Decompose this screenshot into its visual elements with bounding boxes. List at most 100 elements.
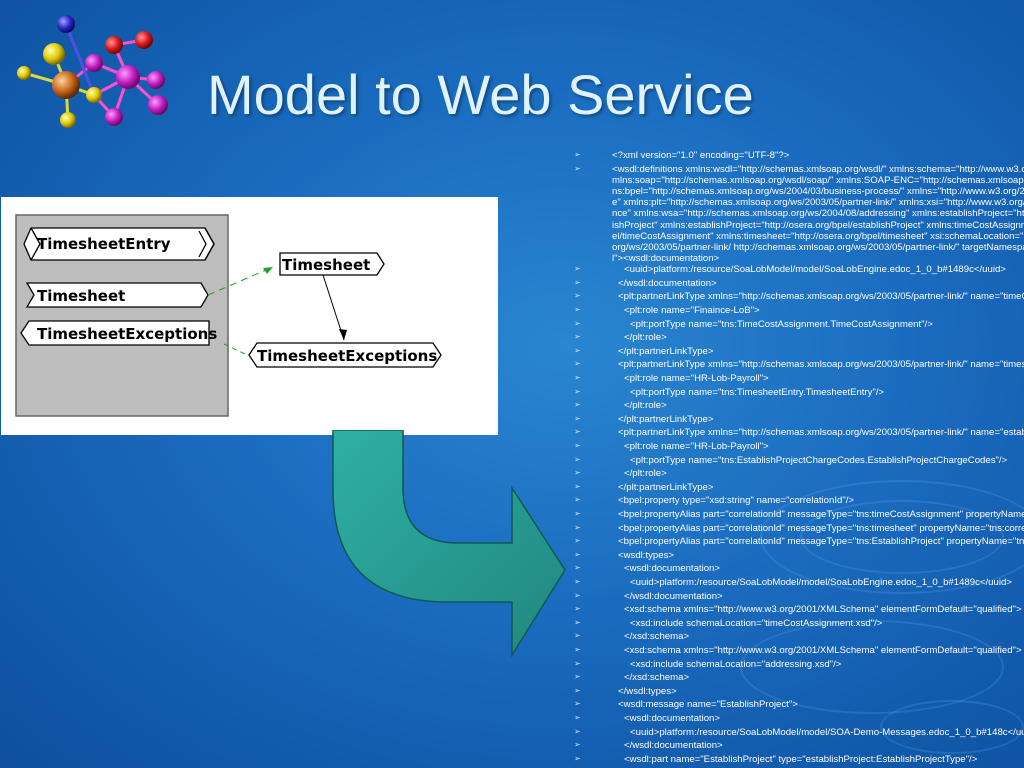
code-line-text: <uuid>platform:/resource/SoaLobModel/mod… <box>630 577 1012 589</box>
class-timesheet-entry[interactable]: TimesheetEntry <box>23 227 215 261</box>
arrow-bullet-icon: ➢ <box>574 150 581 159</box>
code-line-text: <wsdl:documentation> <box>624 563 720 575</box>
code-line-text: </plt:role> <box>624 332 667 344</box>
code-line-text: <plt:partnerLinkType xmlns="http://schem… <box>618 291 1024 303</box>
arrow-bullet-icon: ➢ <box>574 509 581 519</box>
arrow-bullet-icon: ➢ <box>574 672 581 682</box>
code-line-text: </wsdl:documentation> <box>618 277 717 289</box>
arrow-bullet-icon: ➢ <box>574 163 581 173</box>
molecule-logo-icon <box>10 10 180 135</box>
code-line-text: <wsdl:part name="EstablishProject" type=… <box>624 753 978 765</box>
code-line-text: <wsdl:definitions xmlns:wsdl="http://sch… <box>612 163 1024 265</box>
arrow-bullet-icon: ➢ <box>574 536 581 546</box>
code-line-text: <wsdl:message name="EstablishProject"> <box>618 699 798 711</box>
arrow-bullet-icon: ➢ <box>574 726 581 736</box>
arrow-bullet-icon: ➢ <box>574 563 581 573</box>
code-line-text: <plt:role name="HR-Lob-Payroll"> <box>624 441 769 453</box>
arrow-bullet-icon: ➢ <box>574 441 581 451</box>
class-timesheet-exceptions-right[interactable]: TimesheetExceptions <box>248 342 442 368</box>
association-line <box>322 274 345 341</box>
arrow-bullet-icon: ➢ <box>574 753 581 763</box>
arrow-bullet-icon: ➢ <box>574 400 581 410</box>
arrow-bullet-icon: ➢ <box>574 631 581 641</box>
arrow-bullet-icon: ➢ <box>574 495 581 505</box>
code-line-text: </xsd:schema> <box>624 672 690 684</box>
class-label: Timesheet <box>282 256 370 274</box>
class-timesheet-exceptions[interactable]: TimesheetExceptions <box>20 320 217 346</box>
code-line-text: </plt:role> <box>624 468 667 480</box>
code-line-text: <plt:portType name="tns:TimeCostAssignme… <box>630 318 933 330</box>
arrow-bullet-icon: ➢ <box>574 373 581 383</box>
code-line-text: </plt:role> <box>624 400 667 412</box>
class-timesheet-right[interactable]: Timesheet <box>279 252 385 276</box>
code-line-text: </plt:partnerLinkType> <box>618 413 714 425</box>
arrow-bullet-icon: ➢ <box>574 318 581 328</box>
code-line-text: <wsdl:types> <box>618 549 674 561</box>
association-line <box>223 343 246 355</box>
arrow-bullet-icon: ➢ <box>574 264 581 274</box>
code-line-text: <xsd:schema xmlns="http://www.w3.org/200… <box>624 645 1022 657</box>
arrow-bullet-icon: ➢ <box>574 699 581 709</box>
arrow-bullet-icon: ➢ <box>574 604 581 614</box>
arrow-bullet-icon: ➢ <box>574 468 581 478</box>
code-line-text: <xsd:schema xmlns="http://www.w3.org/200… <box>624 604 1022 616</box>
class-label: TimesheetExceptions <box>257 347 437 365</box>
arrow-bullet-icon: ➢ <box>574 345 581 355</box>
code-line-text: <bpel:propertyAlias part="correlationId"… <box>618 536 1024 548</box>
arrow-bullet-icon: ➢ <box>574 277 581 287</box>
code-line-text: <uuid>platform:/resource/SoaLobModel/mod… <box>630 726 1024 738</box>
code-line-text: <bpel:propertyAlias part="correlationId"… <box>618 509 1024 521</box>
arrow-bullet-icon: ➢ <box>574 305 581 315</box>
code-line-text: <bpel:propertyAlias part="correlationId"… <box>618 522 1024 534</box>
code-line-text: </wsdl:types> <box>618 685 677 697</box>
slide-title: Model to Web Service <box>207 63 754 126</box>
code-line-text: <plt:role name="Finaince-LoB"> <box>624 305 760 317</box>
arrow-bullet-icon: ➢ <box>574 359 581 369</box>
arrow-bullet-icon: ➢ <box>574 577 581 587</box>
arrow-bullet-icon: ➢ <box>574 427 581 437</box>
code-line-text: <plt:role name="HR-Lob-Payroll"> <box>624 373 769 385</box>
arrow-bullet-icon: ➢ <box>574 658 581 668</box>
background-ripple <box>880 700 1024 754</box>
code-line-text: <plt:partnerLinkType xmlns="http://schem… <box>618 359 1024 371</box>
code-line-text: </plt:partnerLinkType> <box>618 481 714 493</box>
code-line-text: <uuid>platform:/resource/SoaLobModel/mod… <box>624 264 1006 276</box>
association-arrowhead <box>339 329 347 340</box>
code-line-text: </xsd:schema> <box>624 631 690 643</box>
arrow-bullet-icon: ➢ <box>574 291 581 301</box>
arrow-bullet-icon: ➢ <box>574 645 581 655</box>
curved-arrow-icon <box>330 429 570 665</box>
class-label: TimesheetExceptions <box>37 325 217 343</box>
code-line-text: <plt:portType name="tns:EstablishProject… <box>630 454 1008 466</box>
code-line: ➢ <wsdl:definitions xmlns:wsdl="http://sc… <box>568 164 1024 265</box>
arrow-bullet-icon: ➢ <box>574 481 581 491</box>
arrow-bullet-icon: ➢ <box>574 590 581 600</box>
arrow-bullet-icon: ➢ <box>574 685 581 695</box>
arrow-bullet-icon: ➢ <box>574 454 581 464</box>
code-line-text: <xsd:include schemaLocation="addressing.… <box>630 658 842 670</box>
code-line-text: <bpel:property type="xsd:string" name="c… <box>618 495 855 507</box>
code-line-text: <plt:portType name="tns:TimesheetEntry.T… <box>630 386 885 398</box>
code-line-text: <plt:partnerLinkType xmlns="http://schem… <box>618 427 1024 439</box>
code-line-text: </wsdl:documentation> <box>624 740 723 752</box>
arrow-bullet-icon: ➢ <box>574 617 581 627</box>
code-line-text: <xsd:include schemaLocation="timeCostAss… <box>630 617 883 629</box>
arrow-bullet-icon: ➢ <box>574 413 581 423</box>
arrow-bullet-icon: ➢ <box>574 740 581 750</box>
wsdl-code-listing: ➢<?xml version="1.0" encoding="UTF-8"?>➢… <box>568 150 1024 768</box>
arrow-bullet-icon: ➢ <box>574 386 581 396</box>
code-line-text: <wsdl:documentation> <box>624 713 720 725</box>
class-label: TimesheetEntry <box>37 235 171 253</box>
association-arrowhead <box>263 267 273 274</box>
class-label: Timesheet <box>37 287 125 305</box>
arrow-bullet-icon: ➢ <box>574 522 581 532</box>
class-timesheet[interactable]: Timesheet <box>25 282 209 308</box>
code-line-text: </wsdl:documentation> <box>624 590 723 602</box>
code-line-text: </plt:partnerLinkType> <box>618 345 714 357</box>
arrow-bullet-icon: ➢ <box>574 332 581 342</box>
model-diagram: TimesheetEntry Timesheet TimesheetExcept… <box>1 197 498 435</box>
arrow-bullet-icon: ➢ <box>574 713 581 723</box>
background-ripple <box>740 620 1004 714</box>
background-ripple <box>760 480 1024 594</box>
arrow-bullet-icon: ➢ <box>574 549 581 559</box>
